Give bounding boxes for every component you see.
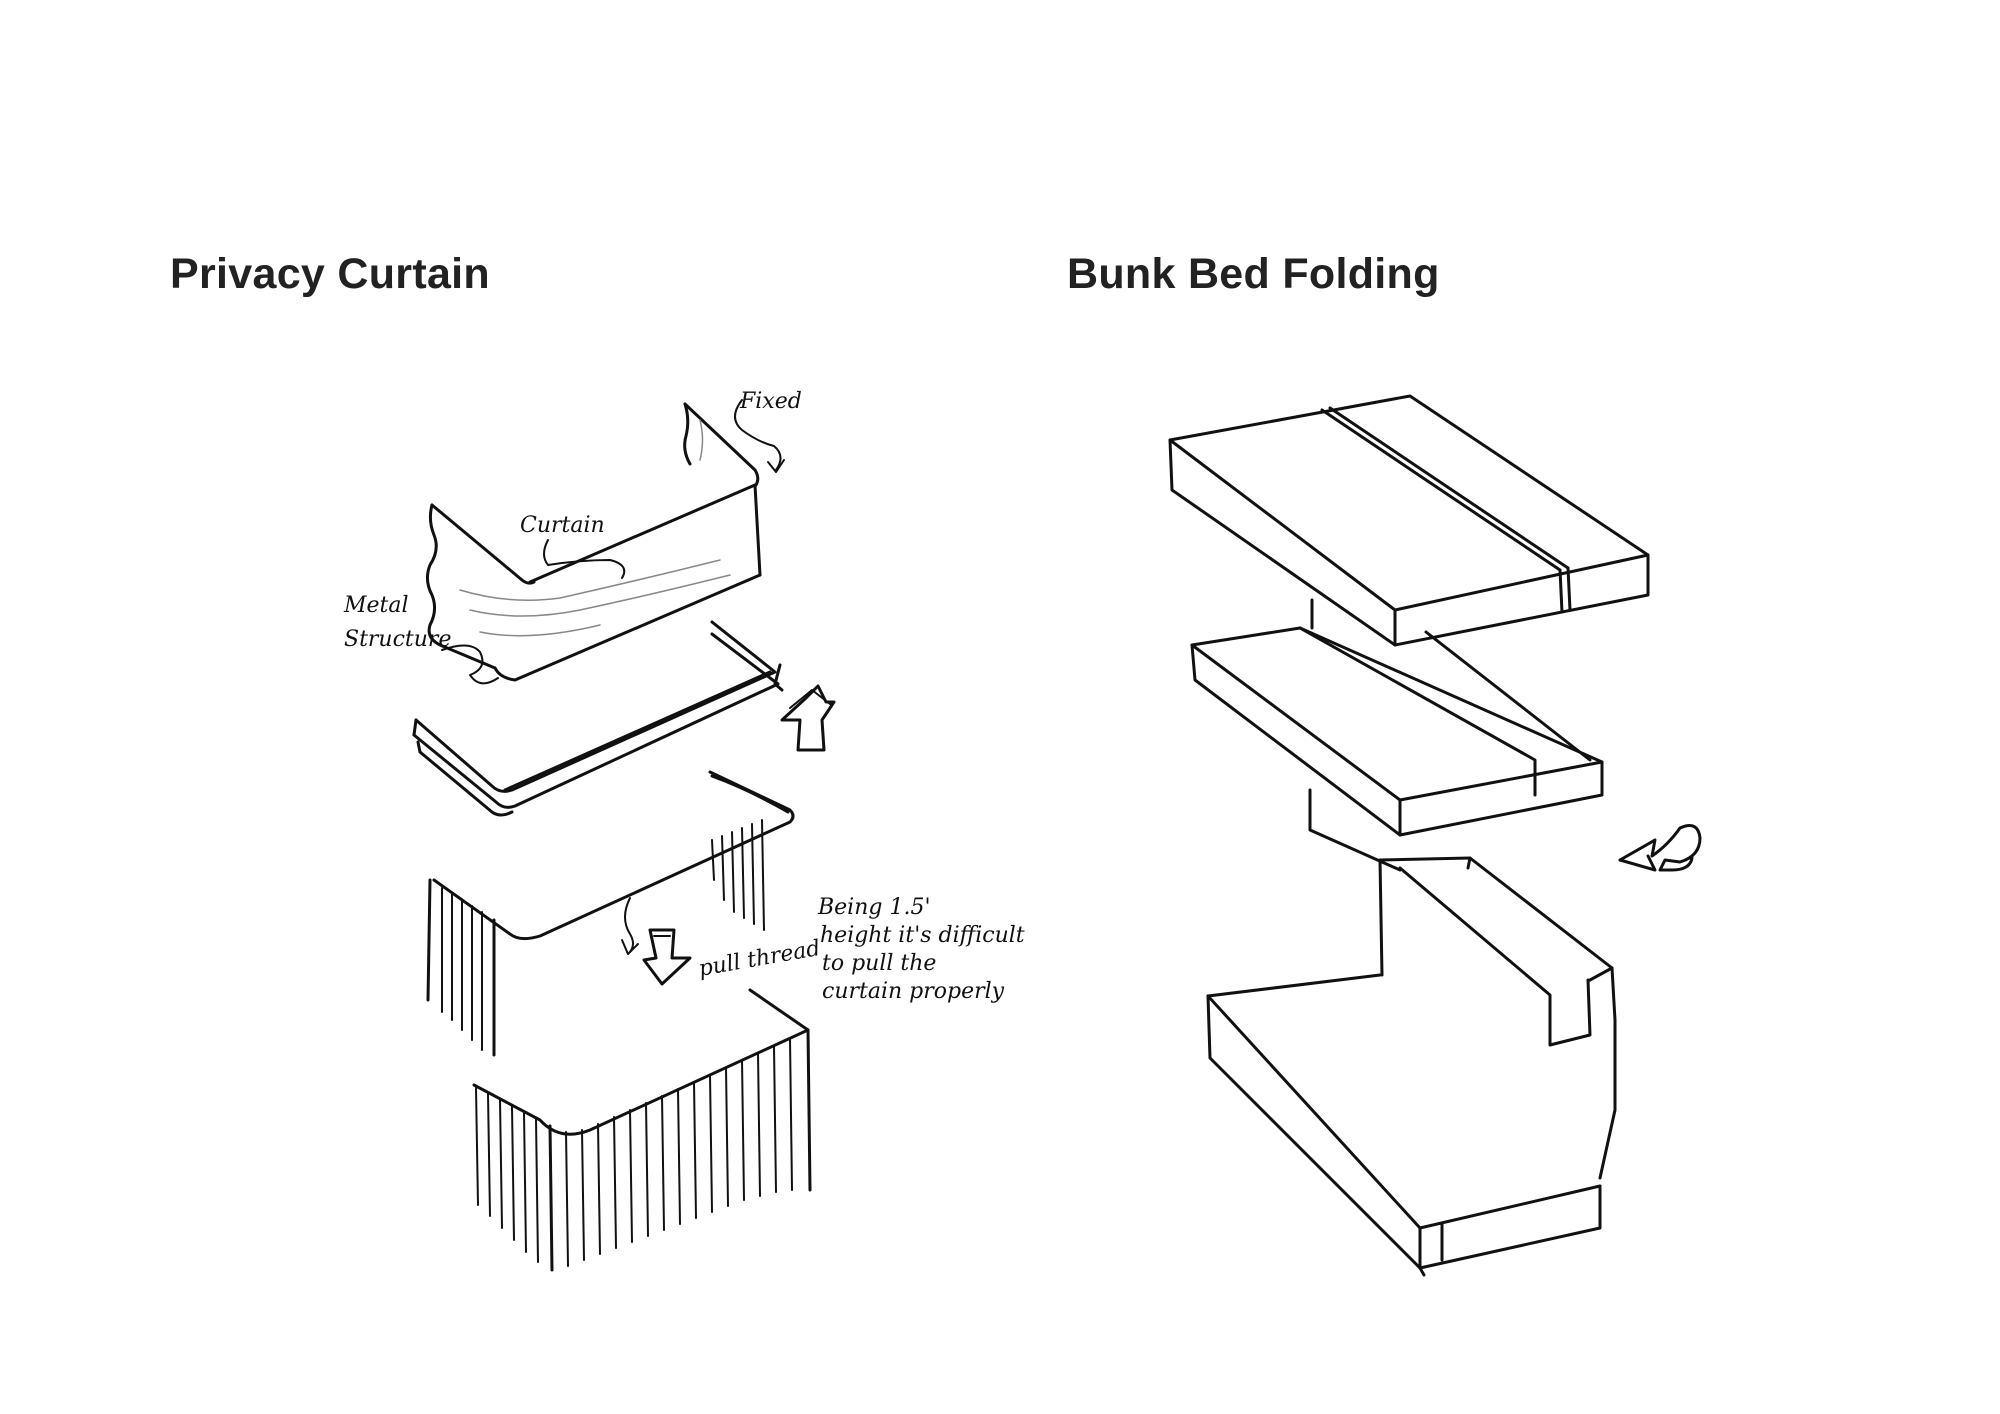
rotate-arrow-icon [1618, 824, 1702, 872]
fixed-arrowhead [767, 459, 785, 473]
note-line4: curtain properly [822, 979, 1005, 1004]
up-arrow-icon [780, 684, 836, 752]
note-line1: Being 1.5' [817, 895, 931, 920]
privacy-curtain-sketch: Fixed Curtain Metal Structure [343, 389, 1025, 1272]
note-line3: to pull the [822, 951, 936, 976]
down-arrow-icon [642, 928, 692, 986]
fixed-leader [734, 399, 782, 471]
metal-leader [441, 644, 499, 685]
bunk-bed-folding-title: Bunk Bed Folding [1067, 250, 1440, 298]
metal-label-line2: Structure [344, 627, 451, 652]
pull-thread-label: pull thread [697, 936, 823, 982]
curtain-label: Curtain [520, 513, 605, 538]
metal-frame-tray [412, 620, 784, 817]
curtain-skirt [472, 988, 812, 1272]
note-line2: height it's difficult [820, 923, 1025, 948]
curtain-metal-structure [425, 402, 762, 682]
curtain-leader [543, 539, 626, 579]
top-mattress [1168, 394, 1650, 647]
fixed-label: Fixed [739, 389, 802, 414]
bunk-bed-folding-sketch [1168, 394, 1702, 1277]
privacy-curtain-title: Privacy Curtain [170, 250, 490, 298]
metal-label-line1: Metal [343, 593, 409, 618]
middle-mattress [1190, 598, 1604, 837]
connector-block [1308, 788, 1402, 872]
curtain-rail-hanging [426, 770, 795, 1057]
bottom-bed-frame [1206, 856, 1617, 1277]
